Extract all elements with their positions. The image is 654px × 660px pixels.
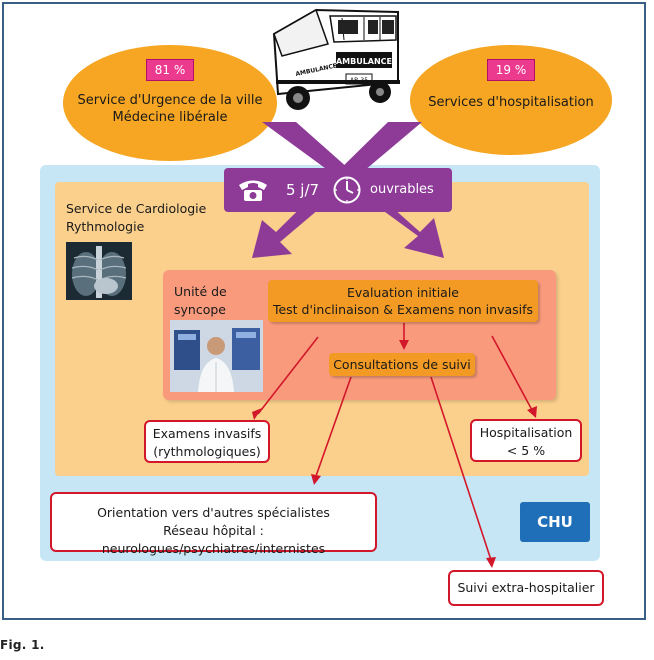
access-hours: ouvrables: [370, 182, 434, 197]
access-days: 5 j/7: [286, 181, 320, 199]
followup-label: Consultations de suivi: [333, 357, 471, 372]
access-hours-bar: 5 j/7 ouvrables: [224, 168, 452, 212]
evaluation-line2: Test d'inclinaison & Examens non invasif…: [272, 302, 534, 317]
percent-badge-left: 81 %: [145, 59, 195, 81]
hospitalisation-line2: < 5 %: [506, 443, 546, 458]
syncope-line2: syncope: [174, 302, 226, 317]
external-followup-box: Suivi extra-hospitalier: [448, 570, 604, 606]
hospitalisation-box: Hospitalisation < 5 %: [470, 419, 582, 462]
source-left-line1: Service d'Urgence de la ville: [77, 93, 263, 108]
ambulance-illustration: AMBULANCE AMBULANCE AB-35: [272, 8, 400, 110]
external-followup-label: Suivi extra-hospitalier: [457, 580, 595, 595]
cardiology-line1: Service de Cardiologie: [66, 201, 207, 216]
source-city-emergency: 81 % Service d'Urgence de la ville Médec…: [63, 45, 277, 161]
syncope-line1: Unité de: [174, 284, 227, 299]
syncope-unit-title: Unité de syncope: [174, 283, 227, 319]
hospitalisation-line1: Hospitalisation: [479, 425, 573, 440]
orientation-line1: Orientation vers d'autres spécialistes: [97, 505, 330, 520]
doctor-photo: [170, 320, 263, 392]
chu-label: CHU: [537, 513, 573, 531]
followup-box: Consultations de suivi: [329, 353, 475, 376]
chu-badge: CHU: [520, 502, 590, 542]
clock-icon: [333, 176, 361, 204]
invasive-line1: Examens invasifs: [152, 426, 262, 441]
ambulance-label: AMBULANCE: [336, 57, 392, 66]
invasive-line2: (rythmologiques): [153, 444, 261, 459]
invasive-exams-box: Examens invasifs (rythmologiques): [144, 420, 270, 463]
evaluation-line1: Evaluation initiale: [347, 285, 459, 300]
evaluation-box: Evaluation initiale Test d'inclinaison &…: [268, 280, 538, 322]
chest-xray-image: [66, 242, 132, 300]
source-hospital-services: 19 % Services d'hospitalisation: [410, 45, 612, 155]
orientation-box: Orientation vers d'autres spécialistes R…: [50, 492, 377, 556]
cardiology-title: Service de Cardiologie Rythmologie: [66, 200, 206, 236]
percent-badge-right: 19 %: [486, 59, 536, 81]
telephone-icon: [239, 180, 267, 201]
source-left-line2: Médecine libérale: [112, 110, 228, 125]
arrow-left-to-right: [262, 122, 444, 258]
source-right-line1: Services d'hospitalisation: [428, 95, 594, 110]
figure-caption: Fig. 1.: [0, 638, 45, 652]
orientation-line2: Réseau hôpital : neurologues/psychiatres…: [101, 523, 326, 556]
cardiology-line2: Rythmologie: [66, 219, 145, 234]
